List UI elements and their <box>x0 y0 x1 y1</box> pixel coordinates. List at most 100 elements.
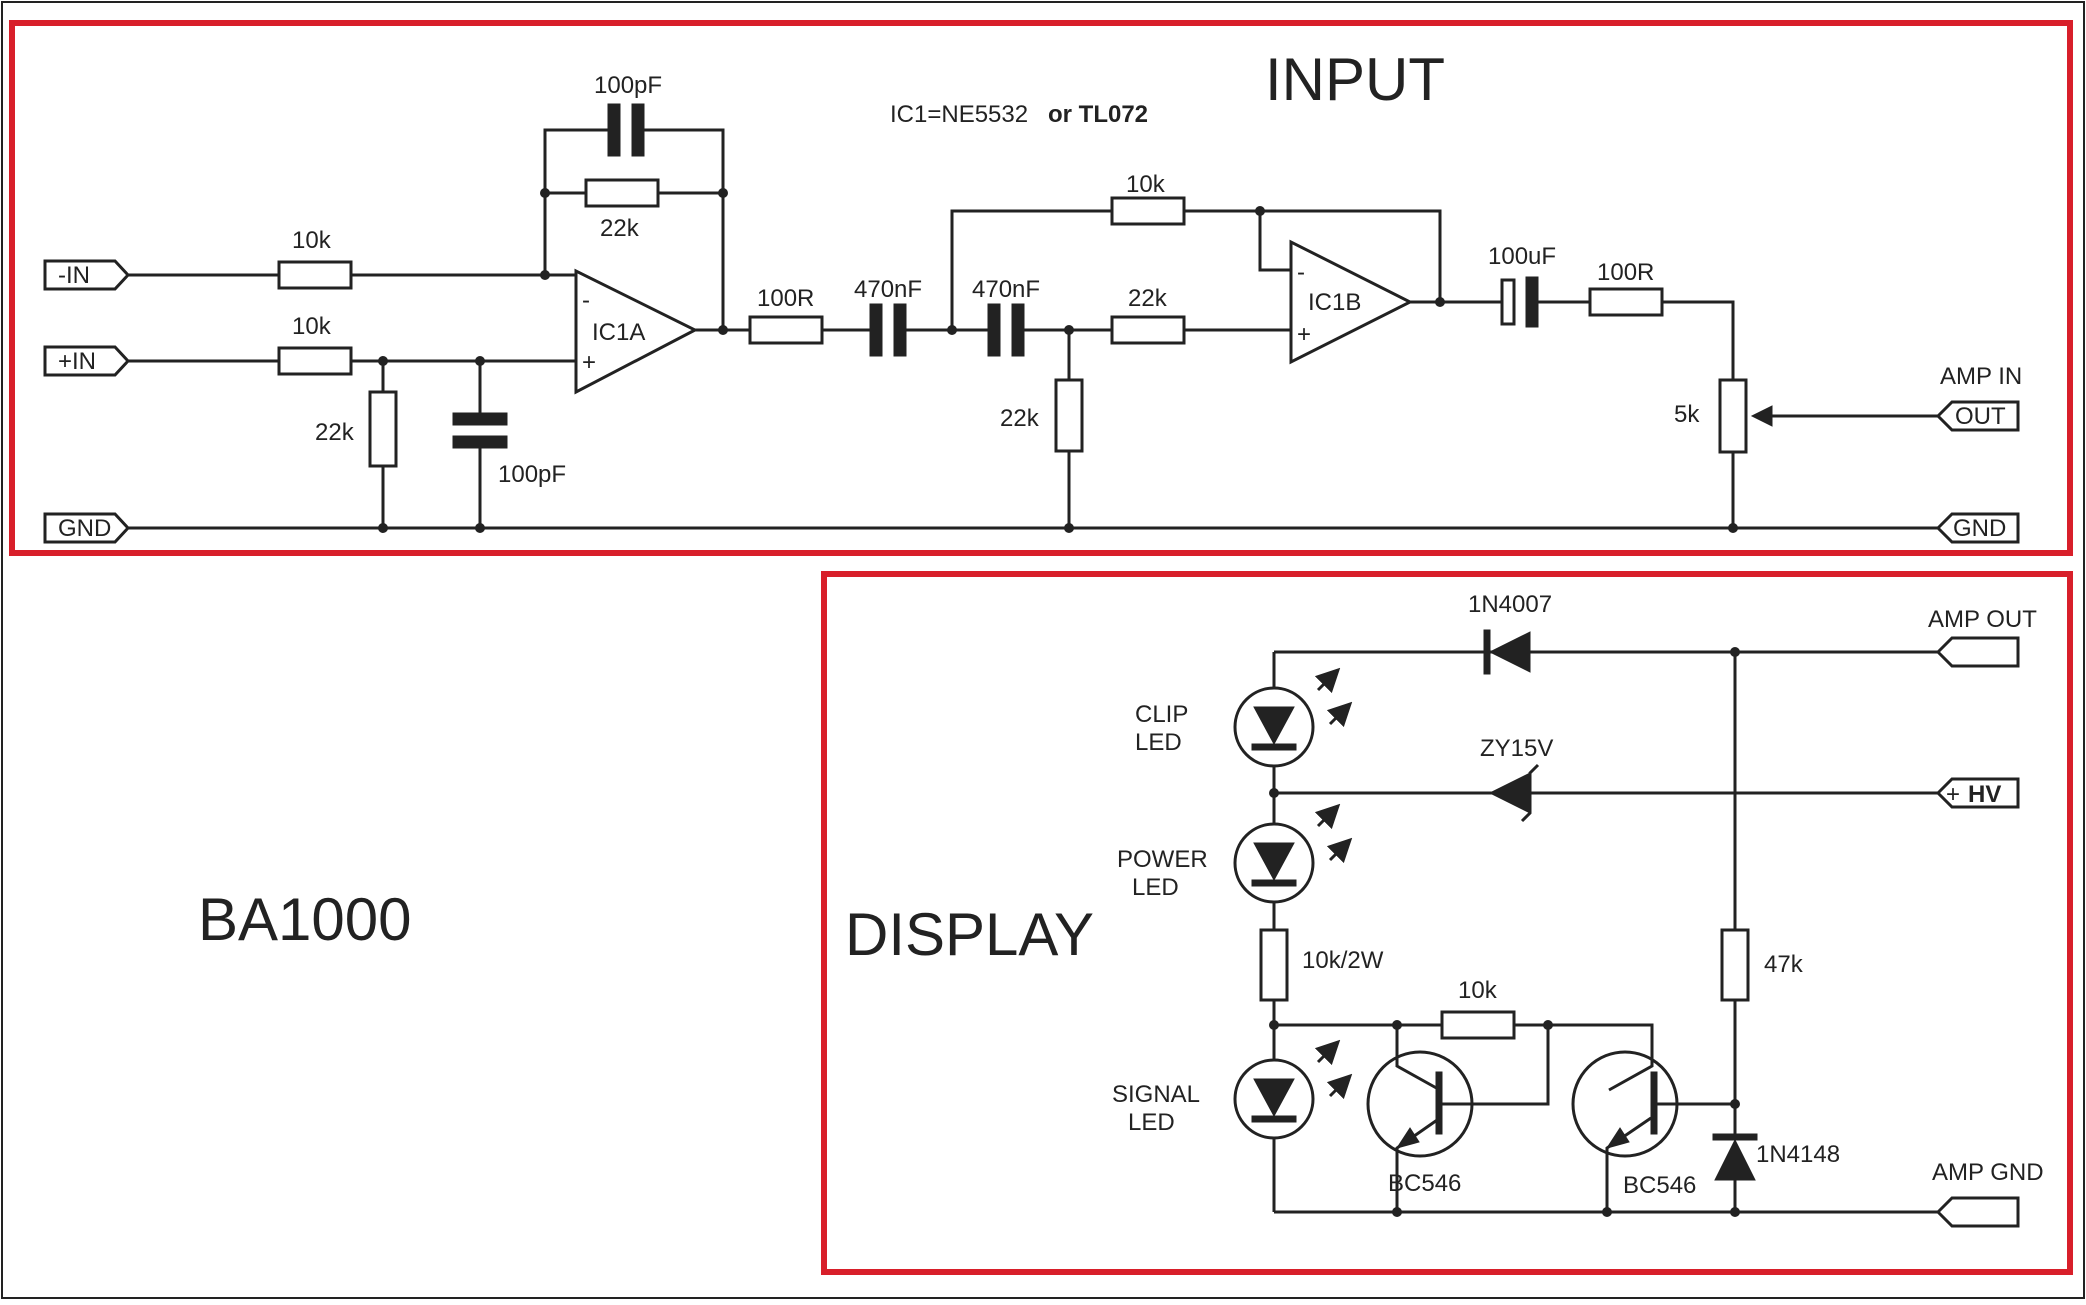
label-c-feedback: 100pF <box>594 72 662 99</box>
capacitor-100uf-plate2 <box>1525 276 1539 328</box>
potentiometer-5k <box>1718 378 1748 454</box>
connector-gnd-left-label: GND <box>58 515 111 542</box>
led-clip <box>1233 667 1353 768</box>
connector-pos-in-label: +IN <box>58 348 96 375</box>
capacitor-100pf-feedback-plate1 <box>607 103 621 157</box>
label-led-power-2: LED <box>1132 874 1179 901</box>
ic-note-alt: or TL072 <box>1048 101 1148 128</box>
label-c-100uf: 100uF <box>1488 243 1556 270</box>
opamp-ic1a: IC1A - + <box>574 268 699 395</box>
capacitor-470nf-1-plate2 <box>893 303 907 357</box>
label-r-22k-gnd: 22k <box>1000 405 1040 432</box>
label-r-pos-in: 10k <box>292 313 332 340</box>
resistor-22k-feedback <box>584 178 660 208</box>
input-title: INPUT <box>1265 46 1445 113</box>
capacitor-470nf-2-plate1 <box>987 303 1001 357</box>
capacitor-100pf-gnd-plate2 <box>452 435 508 449</box>
label-ic1a-plus: + <box>582 349 596 376</box>
label-ic1a-minus: - <box>582 287 590 314</box>
label-amp-in: AMP IN <box>1940 363 2022 390</box>
diode-1n4007 <box>1488 631 1531 673</box>
led-signal <box>1233 1039 1353 1140</box>
label-q1: BC546 <box>1388 1170 1461 1197</box>
label-amp-out: AMP OUT <box>1928 606 2037 633</box>
connector-amp-out <box>1935 636 2020 668</box>
label-c1-470n: 470nF <box>854 276 922 303</box>
connector-neg-in-label: -IN <box>58 262 90 289</box>
label-r-22k-series: 22k <box>1128 285 1168 312</box>
label-r-fb-10k: 10k <box>1126 171 1166 198</box>
label-r-neg-in: 10k <box>292 227 332 254</box>
capacitor-100uf-plate1 <box>1500 278 1516 326</box>
transistor-q1 <box>1366 1025 1550 1212</box>
zener-zy15v <box>1488 772 1531 814</box>
label-led-clip-2: LED <box>1135 729 1182 756</box>
connector-gnd-right: GND <box>1935 512 2020 544</box>
label-led-signal-2: LED <box>1128 1109 1175 1136</box>
model-name: BA1000 <box>198 886 412 953</box>
capacitor-470nf-1-plate1 <box>869 303 883 357</box>
label-led-power-1: POWER <box>1117 846 1208 873</box>
label-led-clip-1: CLIP <box>1135 701 1188 728</box>
resistor-22k-gnd <box>1054 378 1084 453</box>
label-d-1n4148: 1N4148 <box>1756 1141 1840 1168</box>
label-r-series-100r: 100R <box>757 285 814 312</box>
resistor-100r-out <box>1588 287 1664 317</box>
connector-hv: + HV <box>1935 777 2020 809</box>
display-title: DISPLAY <box>845 901 1094 968</box>
connector-hv-label: HV <box>1968 781 2001 808</box>
connector-gnd-right-label: GND <box>1953 515 2006 542</box>
input-section: INPUT IC1=NE5532 or TL072 -IN +IN GND 10… <box>9 20 2073 556</box>
label-led-signal-1: SIGNAL <box>1112 1081 1200 1108</box>
diode-1n4148-bar <box>1712 1133 1758 1141</box>
connector-hv-plus: + <box>1946 781 1960 808</box>
resistor-10k-2w <box>1259 928 1289 1002</box>
resistor-22k-pos-gnd <box>368 390 398 468</box>
connector-out-label: OUT <box>1955 403 2006 430</box>
resistor-22k-series <box>1110 315 1186 345</box>
display-section: DISPLAY 1N4007 AMP OUT CLIP LED ZY15V <box>821 571 2073 1275</box>
zener-zy15v-bar <box>1520 763 1540 823</box>
transistor-q2 <box>1571 1023 1735 1212</box>
input-frame <box>9 20 2073 556</box>
diode-1n4148 <box>1714 1138 1756 1181</box>
connector-pos-in: +IN <box>43 345 131 377</box>
label-r-10k-2w: 10k/2W <box>1302 947 1384 974</box>
resistor-10k-neg-in <box>277 260 353 290</box>
label-ic1b-minus: - <box>1297 259 1305 286</box>
label-amp-gnd: AMP GND <box>1932 1159 2044 1186</box>
ic-note-main: IC1=NE5532 <box>890 101 1028 128</box>
capacitor-470nf-2-plate2 <box>1011 303 1025 357</box>
label-r-47k: 47k <box>1764 951 1804 978</box>
label-pot-5k: 5k <box>1674 401 1700 428</box>
opamp-ic1b: IC1B - + <box>1289 239 1414 365</box>
label-r-out-100r: 100R <box>1597 259 1654 286</box>
led-power <box>1233 803 1353 904</box>
label-ic1b-plus: + <box>1297 321 1311 348</box>
connector-neg-in: -IN <box>43 259 131 291</box>
label-d-1n4007: 1N4007 <box>1468 591 1552 618</box>
resistor-47k <box>1720 928 1750 1002</box>
resistor-100r-series <box>748 315 824 345</box>
display-frame <box>821 571 2073 1275</box>
label-r-pos-gnd: 22k <box>315 419 355 446</box>
potentiometer-wiper-arrow <box>1750 405 1773 427</box>
label-q2: BC546 <box>1623 1172 1696 1199</box>
capacitor-100pf-gnd-plate1 <box>452 412 508 426</box>
diode-1n4007-bar <box>1483 629 1491 675</box>
capacitor-100pf-feedback-plate2 <box>631 103 645 157</box>
label-r-feedback: 22k <box>600 215 640 242</box>
connector-out: OUT <box>1935 400 2020 432</box>
label-ic1b: IC1B <box>1308 289 1361 316</box>
label-c-pos-gnd: 100pF <box>498 461 566 488</box>
label-c2-470n: 470nF <box>972 276 1040 303</box>
connector-gnd-left: GND <box>43 512 131 544</box>
connector-amp-gnd <box>1935 1196 2020 1228</box>
label-z-zy15v: ZY15V <box>1480 735 1553 762</box>
resistor-10k <box>1440 1010 1516 1040</box>
label-r-10k: 10k <box>1458 977 1498 1004</box>
label-ic1a: IC1A <box>592 319 645 346</box>
